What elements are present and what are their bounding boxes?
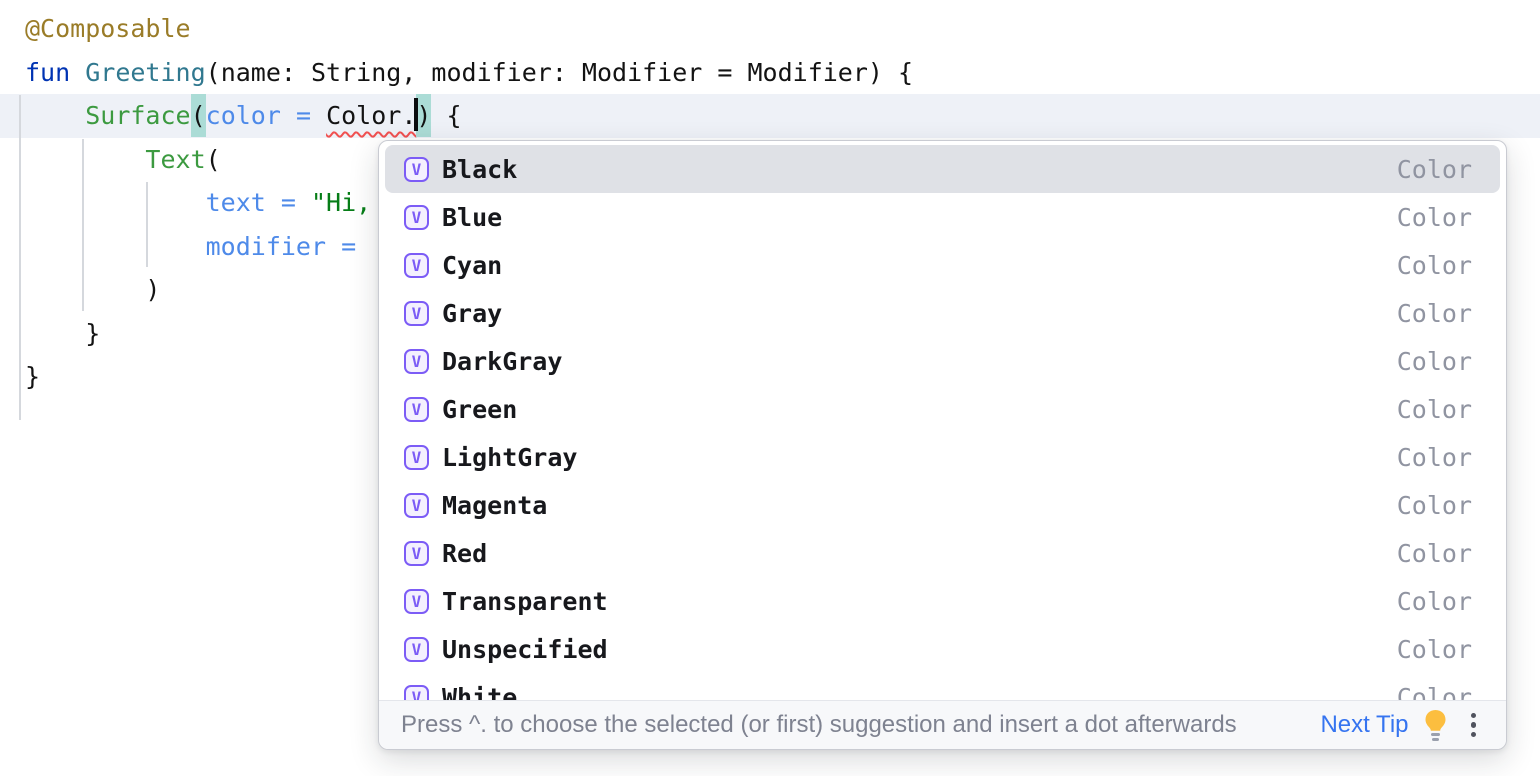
code-token: [70, 58, 85, 87]
footer-hint: Press ^. to choose the selected (or firs…: [401, 711, 1237, 738]
completion-label: Black: [442, 154, 518, 184]
code-token: }: [25, 318, 101, 348]
value-icon: V: [404, 588, 429, 614]
completion-label: Unspecified: [442, 634, 608, 664]
completion-label: Green: [442, 394, 518, 424]
indent-guide: [19, 95, 21, 420]
indent-guide: [146, 182, 148, 267]
code-token: (name: String, modifier: Modifier = Modi…: [205, 57, 914, 87]
value-icon: V: [404, 492, 429, 518]
completion-type: Color: [1396, 490, 1472, 520]
completion-label: LightGray: [442, 442, 578, 472]
value-icon: V: [404, 636, 429, 662]
code-token: modifier =: [205, 231, 372, 261]
completion-type: Color: [1396, 298, 1472, 328]
code-token: {: [431, 101, 462, 130]
code-line: modifier =: [25, 225, 913, 269]
code-line: @Composable: [25, 7, 913, 51]
code-line: Text(: [25, 138, 913, 182]
more-options-icon[interactable]: [1470, 712, 1476, 738]
code-line: }: [25, 355, 913, 399]
indent-guide: [82, 139, 84, 311]
completion-label: Magenta: [442, 490, 548, 520]
code-line: fun Greeting(name: String, modifier: Mod…: [25, 51, 913, 95]
code-token: text =: [205, 188, 311, 217]
code-token: (: [205, 144, 221, 174]
code-token: [25, 145, 145, 174]
completion-label: Transparent: [442, 586, 608, 616]
completion-label: Red: [442, 538, 488, 568]
code-token: fun: [25, 57, 71, 87]
completion-item-darkgray[interactable]: V DarkGray Color: [385, 337, 1500, 385]
completion-type: Color: [1396, 538, 1472, 568]
completion-type: Color: [1396, 394, 1472, 424]
completion-type: Color: [1396, 442, 1472, 472]
completion-label: White: [442, 682, 518, 702]
code-token: [25, 232, 206, 261]
code-token: @Composable: [25, 14, 191, 43]
code-token: Color.: [326, 101, 417, 130]
completion-item-gray[interactable]: V Gray Color: [385, 289, 1500, 337]
completion-item-black[interactable]: V Black Color: [385, 145, 1500, 193]
value-icon: V: [404, 252, 429, 278]
completion-item-lightgray[interactable]: V LightGray Color: [385, 433, 1500, 481]
completion-type: Color: [1396, 202, 1472, 232]
code-token: Greeting: [85, 57, 206, 87]
completion-type: Color: [1396, 346, 1472, 376]
code-token: (: [190, 94, 206, 137]
code-editor[interactable]: @Composable fun Greeting(name: String, mo…: [25, 7, 913, 399]
value-icon: V: [404, 540, 429, 566]
completion-item-white[interactable]: V White Color: [385, 673, 1500, 701]
completion-item-blue[interactable]: V Blue Color: [385, 193, 1500, 241]
completion-type: Color: [1396, 250, 1472, 280]
value-icon: V: [404, 684, 429, 701]
code-token: color =: [205, 101, 327, 130]
lightbulb-icon: [1422, 709, 1449, 741]
caret-line-highlight: [0, 94, 1540, 138]
code-token: ): [25, 275, 161, 304]
code-line: }: [25, 312, 913, 356]
completion-footer: Press ^. to choose the selected (or firs…: [379, 700, 1506, 749]
code-token: }: [25, 362, 41, 391]
completion-type: Color: [1396, 682, 1472, 702]
text-caret: [414, 98, 419, 131]
completion-type: Color: [1396, 154, 1472, 184]
value-icon: V: [404, 396, 429, 422]
value-icon: V: [404, 444, 429, 470]
value-icon: V: [404, 156, 429, 182]
next-tip-link[interactable]: Next Tip: [1320, 711, 1409, 738]
completion-label: Blue: [442, 202, 503, 232]
completion-type: Color: [1396, 586, 1472, 616]
value-icon: V: [404, 300, 429, 326]
value-icon: V: [404, 348, 429, 374]
completion-item-unspecified[interactable]: V Unspecified Color: [385, 625, 1500, 673]
code-token: Text: [145, 144, 206, 174]
code-line: ): [25, 268, 913, 312]
code-token: Surface: [85, 101, 191, 130]
completion-label: Gray: [442, 298, 503, 328]
code-token: [25, 101, 85, 130]
code-token: ): [416, 94, 432, 137]
code-line: text = "Hi,: [25, 181, 913, 225]
completion-item-cyan[interactable]: V Cyan Color: [385, 241, 1500, 289]
value-icon: V: [404, 204, 429, 230]
completion-label: Cyan: [442, 250, 503, 280]
completion-label: DarkGray: [442, 346, 563, 376]
completion-item-green[interactable]: V Green Color: [385, 385, 1500, 433]
completion-item-red[interactable]: V Red Color: [385, 529, 1500, 577]
code-line: Surface(color = Color.) {: [25, 94, 913, 138]
completion-item-transparent[interactable]: V Transparent Color: [385, 577, 1500, 625]
completion-type: Color: [1396, 634, 1472, 664]
code-token: "Hi,: [310, 188, 372, 217]
code-token: [25, 188, 206, 217]
completion-item-magenta[interactable]: V Magenta Color: [385, 481, 1500, 529]
